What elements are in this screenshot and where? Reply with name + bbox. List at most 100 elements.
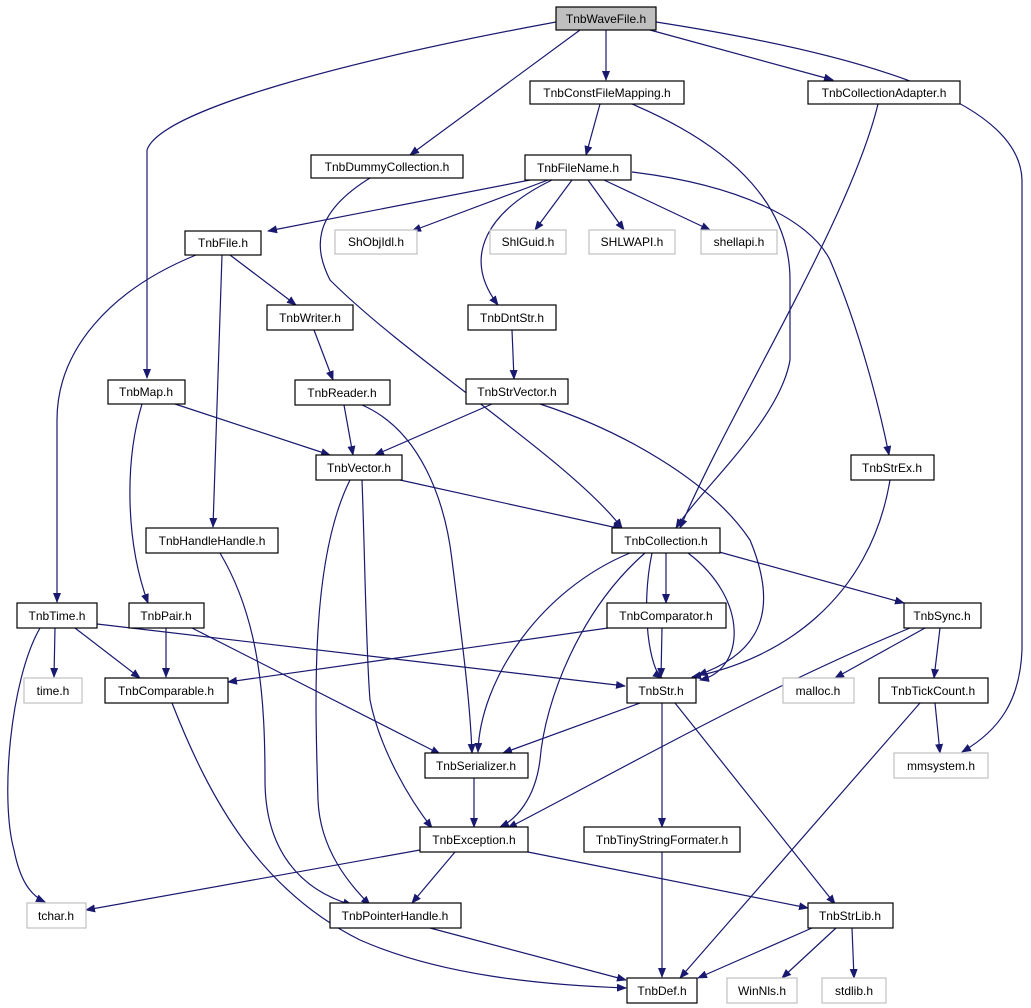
node-label: time.h [37, 684, 70, 698]
node-label: TnbStrLib.h [819, 909, 881, 923]
node-tnbcomparable[interactable]: TnbComparable.h [104, 677, 229, 704]
edge-dummycollection-to-collection [319, 177, 623, 529]
edge-handlehandle-to-pointerhandle [219, 552, 353, 907]
node-shellapi[interactable]: shellapi.h [700, 229, 778, 255]
node-winnls-h[interactable]: WinNls.h [726, 977, 798, 1004]
node-tnbmap[interactable]: TnbMap.h [107, 379, 186, 405]
node-label: TnbConstFileMapping.h [543, 86, 670, 100]
edge-exception-to-tchar [85, 849, 421, 913]
edge-map-to-pair [129, 403, 149, 604]
edge-filename-to-shlguid [534, 179, 573, 231]
edge-file-to-writer [229, 254, 297, 306]
node-label: shellapi.h [714, 235, 765, 249]
node-tnbpointerhandle[interactable]: TnbPointerHandle.h [329, 902, 462, 929]
node-tnbfile[interactable]: TnbFile.h [184, 230, 262, 256]
edge-constfilemapping-to-collection [631, 103, 791, 529]
edge-collection-to-str-curve [687, 552, 735, 682]
node-label: TnbHandleHandle.h [159, 534, 266, 548]
node-shlwapi[interactable]: SHLWAPI.h [588, 229, 676, 255]
edge-time-to-str [96, 623, 626, 689]
node-label: mmsystem.h [907, 759, 975, 773]
node-label: TnbFile.h [198, 236, 248, 250]
node-label: TnbStrEx.h [862, 461, 922, 475]
node-tnbwriter[interactable]: TnbWriter.h [266, 304, 354, 331]
edge-reader-to-vector [343, 404, 356, 456]
edge-collection-to-serializer [474, 552, 631, 753]
edge-writer-to-reader [313, 329, 334, 381]
edge-filename-to-shellapi [603, 179, 711, 231]
node-label: TnbComparator.h [619, 609, 712, 623]
node-label: SHLWAPI.h [601, 235, 664, 249]
node-tnbdef[interactable]: TnbDef.h [626, 977, 698, 1004]
edge-strvector-to-vector [374, 403, 493, 456]
node-label: TnbWriter.h [279, 311, 341, 325]
node-tnbreader[interactable]: TnbReader.h [294, 379, 391, 406]
edge-filename-to-shlwapi [587, 179, 625, 231]
node-label: tchar.h [38, 909, 74, 923]
node-tnbcollection[interactable]: TnbCollection.h [611, 527, 721, 554]
node-tnbpair[interactable]: TnbPair.h [128, 602, 205, 629]
dependency-edges [7, 21, 1023, 992]
node-tnbtinystringformater[interactable]: TnbTinyStringFormater.h [583, 826, 741, 853]
node-label: TnbDummyCollection.h [325, 160, 450, 174]
node-stdlib-h[interactable]: stdlib.h [821, 977, 887, 1004]
node-tnbvector[interactable]: TnbVector.h [315, 454, 403, 481]
edge-strex-to-str [691, 479, 891, 680]
edge-constfilemapping-to-filename [584, 103, 601, 156]
edge-exception-to-pointerhandle [411, 851, 456, 904]
node-tnbstrvector[interactable]: TnbStrVector.h [465, 378, 569, 405]
node-malloc-h[interactable]: malloc.h [782, 677, 855, 704]
node-label: stdlib.h [835, 984, 873, 998]
edge-vector-to-pointerhandle [315, 479, 371, 906]
edge-strlib-to-stdlib [849, 927, 858, 979]
edge-filename-to-dntstr [480, 179, 553, 306]
edge-map-to-vector [174, 403, 331, 456]
edge-sync-to-malloc [834, 627, 926, 679]
node-tnbhandlehandle[interactable]: TnbHandleHandle.h [145, 527, 279, 554]
node-shlguid[interactable]: ShlGuid.h [489, 229, 567, 255]
node-tnbstr[interactable]: TnbStr.h [626, 677, 697, 704]
node-tnbdummycollection[interactable]: TnbDummyCollection.h [310, 154, 464, 179]
edge-sync-to-exception [507, 627, 911, 829]
edge-time-to-comparable [74, 627, 141, 679]
edge-dntstr-to-strvector [509, 329, 518, 380]
edge-pair-to-serializer [191, 627, 441, 755]
node-label: TnbCollection.h [624, 534, 707, 548]
node-tnbexception[interactable]: TnbException.h [419, 826, 529, 853]
node-label: TnbReader.h [307, 386, 376, 400]
node-mmsystem-h[interactable]: mmsystem.h [893, 752, 989, 779]
node-tnbcollectionadapter[interactable]: TnbCollectionAdapter.h [807, 80, 961, 105]
edge-vector-to-exception [361, 479, 433, 829]
edge-tickcount-to-mmsystem [934, 702, 944, 754]
node-tnbstrlib[interactable]: TnbStrLib.h [807, 902, 894, 929]
edge-tickcount-to-def [679, 702, 921, 979]
node-tnbtime[interactable]: TnbTime.h [16, 602, 98, 629]
node-label: TnbSync.h [913, 609, 970, 623]
edge-strlib-to-def [697, 927, 813, 979]
node-label: TnbPair.h [140, 609, 191, 623]
node-label: TnbFileName.h [537, 161, 619, 175]
node-label: TnbPointerHandle.h [342, 909, 449, 923]
node-label: TnbException.h [432, 833, 515, 847]
node-label: TnbComparable.h [118, 684, 214, 698]
node-tnbcomparator[interactable]: TnbComparator.h [606, 602, 727, 629]
node-tnbserializer[interactable]: TnbSerializer.h [424, 752, 529, 779]
node-label: malloc.h [796, 684, 841, 698]
node-time-h[interactable]: time.h [23, 677, 83, 704]
node-tnbtickcount[interactable]: TnbTickCount.h [878, 677, 989, 704]
node-tnbsync[interactable]: TnbSync.h [903, 602, 982, 629]
edge-str-to-strlib [674, 702, 836, 905]
edge-str-to-serializer [502, 702, 641, 754]
node-shobjidl[interactable]: ShObjIdl.h [334, 229, 418, 255]
node-label: TnbTinyStringFormater.h [596, 833, 728, 847]
node-tnbwavefile[interactable]: TnbWaveFile.h [555, 6, 657, 31]
edge-time-to-tchar [7, 627, 46, 903]
node-tnbconstfilemapping[interactable]: TnbConstFileMapping.h [529, 80, 685, 105]
edge-wavefile-to-collectionadapter [649, 29, 834, 82]
node-label: TnbWaveFile.h [566, 12, 646, 26]
node-tnbdntstr[interactable]: TnbDntStr.h [467, 304, 557, 331]
node-tnbfilename[interactable]: TnbFileName.h [524, 154, 632, 181]
node-tnbstrex[interactable]: TnbStrEx.h [850, 454, 935, 481]
node-label: TnbSerializer.h [436, 759, 516, 773]
node-tchar-h[interactable]: tchar.h [26, 902, 87, 929]
